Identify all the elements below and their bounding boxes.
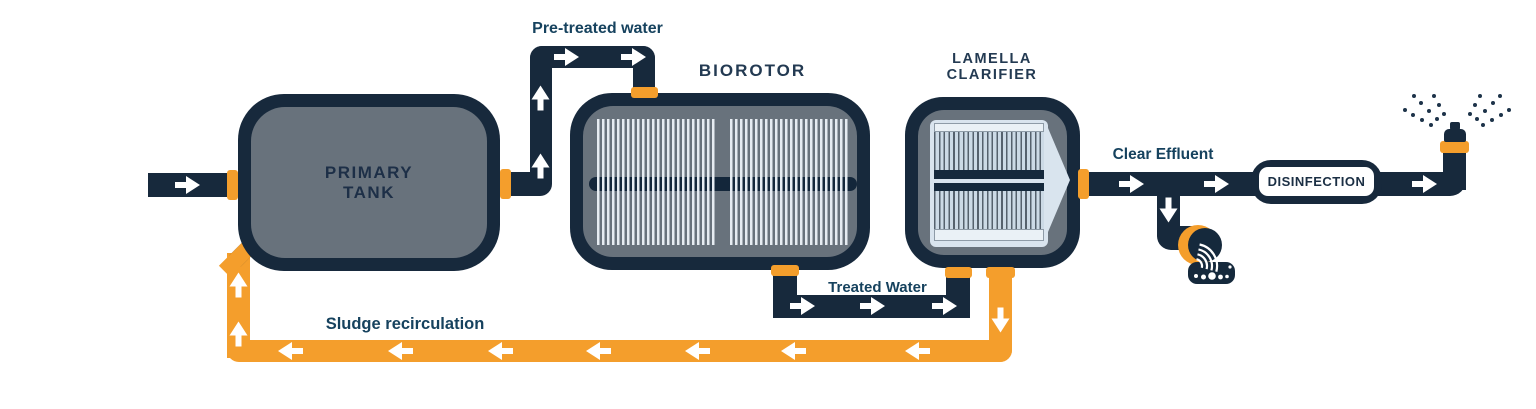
flow-arrow-icon xyxy=(992,308,1010,333)
flow-arrow-icon xyxy=(905,342,930,360)
biorotor-disc-pack-right xyxy=(730,119,848,245)
pipe-sludge-horizontal xyxy=(227,340,1012,362)
lamella-pack-upper-plates xyxy=(934,132,1044,170)
clarifier-funnel xyxy=(1048,128,1070,232)
flow-arrow-icon xyxy=(932,297,957,315)
primary-tank-label-line1: PRIMARY xyxy=(324,162,414,182)
pipe-sprinkler-riser xyxy=(1443,150,1466,190)
pipe-connector-clarifier-sludge xyxy=(986,267,1015,278)
outfall-splash-icon xyxy=(1178,225,1235,284)
pipe-connector-primary-outlet xyxy=(500,169,511,199)
pipe-connector-biorotor-inlet xyxy=(631,87,658,98)
lamella-clarifier-tank xyxy=(905,97,1080,268)
sprinkler-nozzle xyxy=(1450,122,1460,130)
flow-arrow-icon xyxy=(532,154,550,179)
lamella-heading-line2: CLARIFIER xyxy=(946,67,1038,83)
sludge-recirculation-label: Sludge recirculation xyxy=(325,315,485,333)
pre-treated-water-label: Pre-treated water xyxy=(532,20,663,37)
disinfection-unit: DISINFECTION xyxy=(1251,160,1382,204)
lamella-pack-lower-plates xyxy=(934,191,1044,229)
lamella-pack-bottom-cap xyxy=(934,229,1044,241)
flow-arrow-icon xyxy=(230,273,248,298)
flow-arrow-icon xyxy=(1204,175,1229,193)
flow-arrow-icon xyxy=(781,342,806,360)
flow-arrow-icon xyxy=(230,322,248,347)
flow-arrow-icon xyxy=(860,297,885,315)
flow-arrow-icon xyxy=(554,48,579,66)
pipe-connector-sprinkler xyxy=(1440,141,1469,153)
biorotor-disc-pack-left xyxy=(597,119,715,245)
flow-arrow-icon xyxy=(175,176,200,194)
biorotor-heading: BIOROTOR xyxy=(698,61,807,80)
flow-arrow-icon xyxy=(685,342,710,360)
flow-arrow-icon xyxy=(586,342,611,360)
lamella-pack-top-cap xyxy=(934,123,1044,132)
lamella-clarifier-heading: LAMELLA CLARIFIER xyxy=(917,51,1067,83)
pipe-connector-primary-inlet xyxy=(227,170,238,200)
primary-tank-body: PRIMARY TANK xyxy=(251,107,487,258)
pipe-connector-biorotor-outlet xyxy=(771,265,799,276)
clear-effluent-label: Clear Effluent xyxy=(1112,146,1214,163)
lamella-divider-bar-2 xyxy=(934,183,1044,191)
pipe-connector-clarifier-outlet xyxy=(1078,169,1089,199)
flow-arrow-icon xyxy=(790,297,815,315)
sprinkler-spray-icon xyxy=(1403,94,1511,127)
flow-arrow-icon xyxy=(1119,175,1144,193)
flow-arrow-icon xyxy=(1412,175,1437,193)
pipe-connector-clarifier-inlet xyxy=(945,267,972,278)
flow-arrow-icon xyxy=(1160,282,1178,307)
flow-arrow-icon xyxy=(278,342,303,360)
lamella-heading-line1: LAMELLA xyxy=(952,51,1032,67)
primary-tank: PRIMARY TANK xyxy=(238,94,500,271)
primary-tank-label-line2: TANK xyxy=(343,182,395,202)
biorotor-tank xyxy=(570,93,870,270)
disinfection-badge: DISINFECTION xyxy=(1259,167,1374,196)
disinfection-label: DISINFECTION xyxy=(1267,174,1366,189)
flow-arrow-icon xyxy=(388,342,413,360)
pipe-pretreated-top xyxy=(530,46,655,68)
flow-arrow-icon xyxy=(1160,198,1178,223)
flow-arrow-icon xyxy=(621,48,646,66)
treated-water-label: Treated Water xyxy=(828,279,927,296)
lamella-divider-bar-1 xyxy=(934,170,1044,179)
flow-arrow-icon xyxy=(532,86,550,111)
flow-arrow-icon xyxy=(488,342,513,360)
sprinkler-icon xyxy=(1444,129,1466,142)
primary-tank-label: PRIMARY TANK xyxy=(325,163,413,203)
